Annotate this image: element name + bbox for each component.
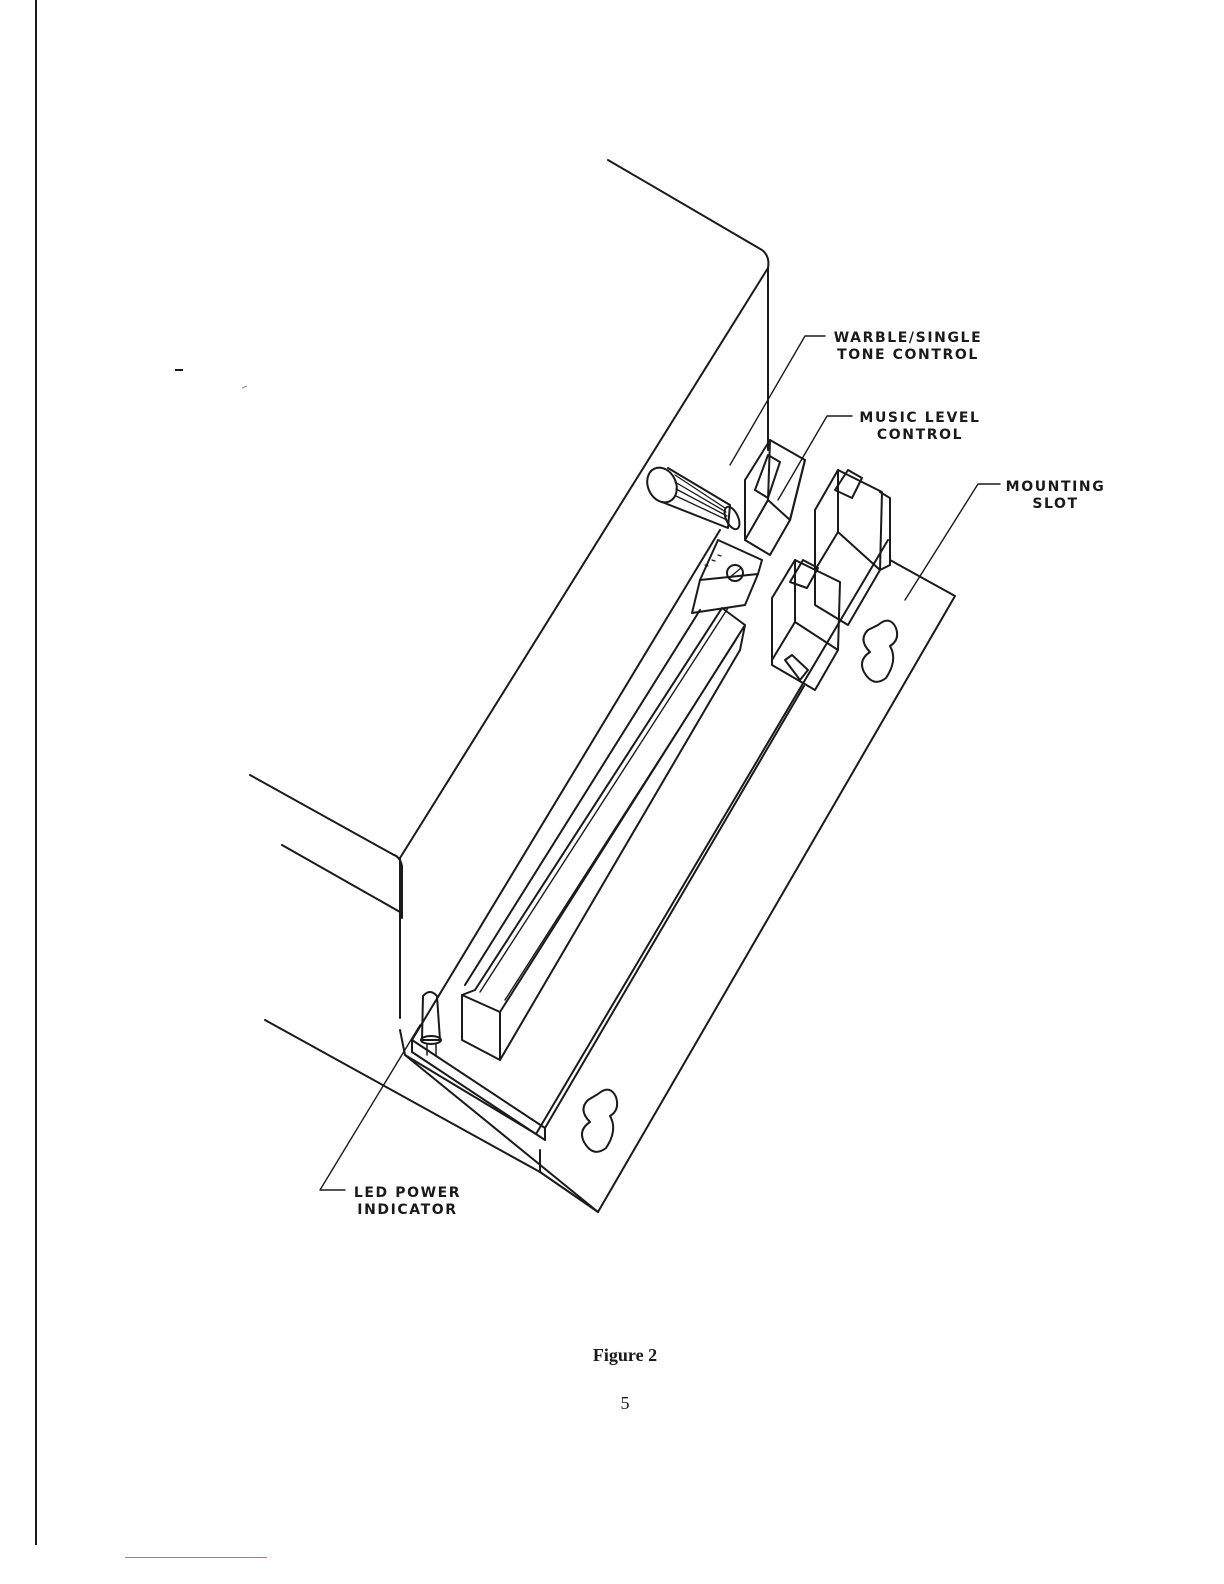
scan-artifact-line xyxy=(125,1557,267,1558)
stray-mark xyxy=(242,386,247,388)
callout-line: MOUNTING xyxy=(1003,479,1108,496)
callout-line: TONE CONTROL xyxy=(828,347,988,364)
figure-caption: Figure 2 xyxy=(540,1345,710,1366)
leader-lines xyxy=(320,336,1000,1190)
relay-lower xyxy=(772,560,840,690)
callout-line: WARBLE/SINGLE xyxy=(828,330,988,347)
callout-warble-single-tone-control: WARBLE/SINGLE TONE CONTROL xyxy=(828,330,988,364)
page-number: 5 xyxy=(600,1393,650,1414)
callout-line: LED POWER xyxy=(350,1185,465,1202)
music-level-knob xyxy=(642,463,743,532)
circuit-board xyxy=(412,530,804,1140)
slide-switch xyxy=(745,440,805,555)
terminal-block xyxy=(462,540,762,1060)
callout-led-power-indicator: LED POWER INDICATOR xyxy=(350,1185,465,1219)
mounting-slot-lower xyxy=(582,1090,617,1152)
callout-music-level-control: MUSIC LEVEL CONTROL xyxy=(855,410,985,444)
callout-line: SLOT xyxy=(1003,496,1108,513)
callout-mounting-slot: MOUNTING SLOT xyxy=(1003,479,1108,513)
callout-line: MUSIC LEVEL xyxy=(855,410,985,427)
mounting-plate xyxy=(400,540,955,1212)
mounting-slot-upper xyxy=(862,621,897,682)
led-indicator xyxy=(421,992,441,1055)
callout-line: CONTROL xyxy=(855,427,985,444)
callout-line: INDICATOR xyxy=(350,1202,465,1219)
